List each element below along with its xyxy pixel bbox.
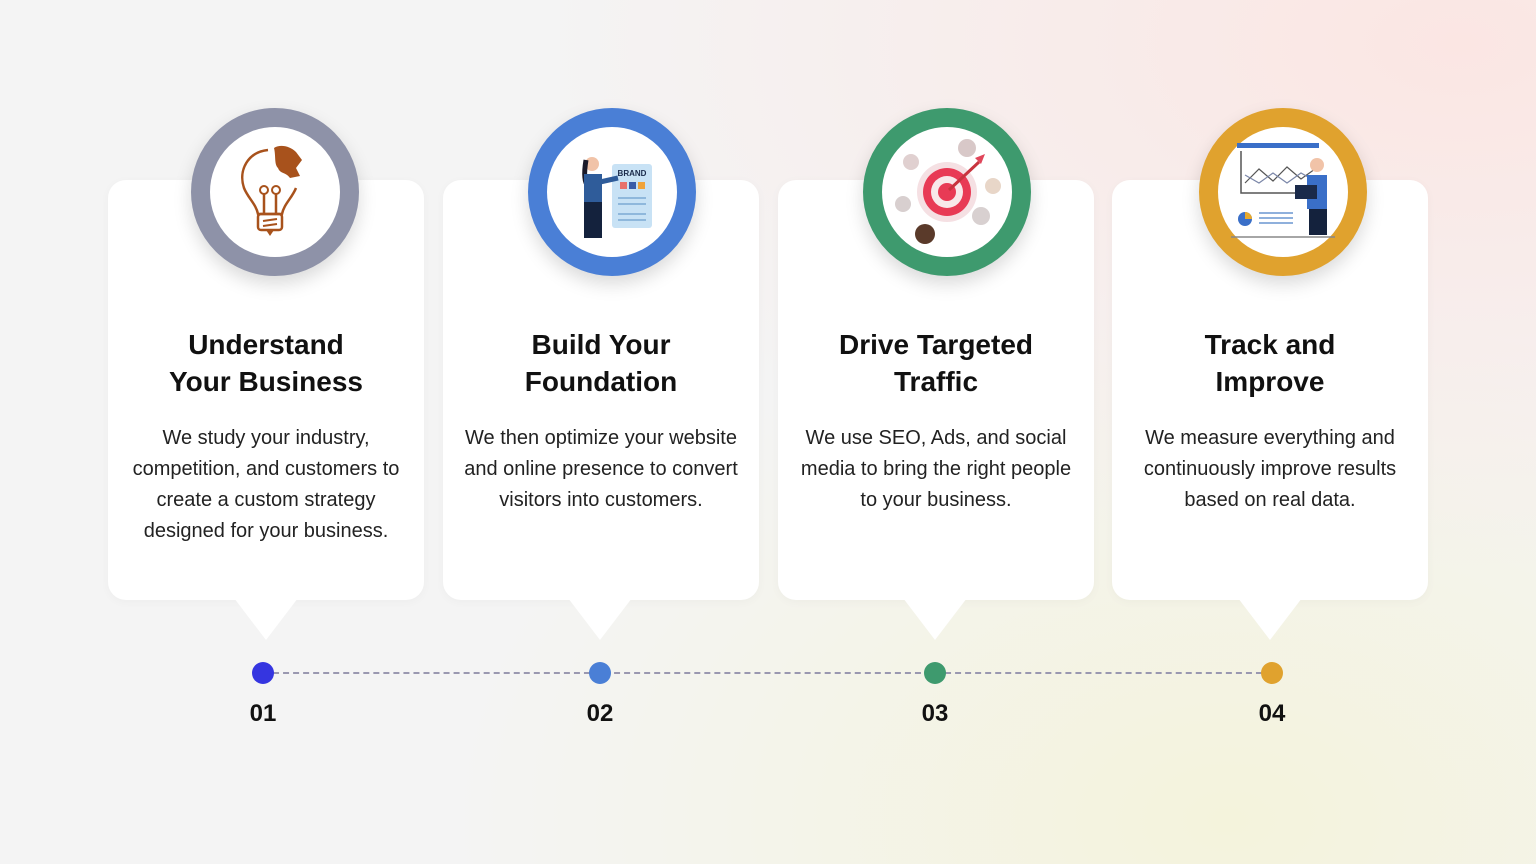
timeline-dot: [924, 662, 946, 684]
step-number: 01: [249, 700, 277, 727]
timeline-dot: [1261, 662, 1283, 684]
title-line-2: Your Business: [169, 366, 363, 397]
timeline-dot: [589, 662, 611, 684]
title-line-1: Build Your: [531, 329, 671, 360]
step-number: 03: [921, 700, 949, 727]
brand-board-icon: BRAND: [528, 108, 696, 276]
step-description: We use SEO, Ads, and social media to bri…: [800, 427, 1072, 511]
step-number: 02: [586, 700, 614, 727]
lightbulb-puzzle-icon: [191, 108, 359, 276]
target-audience-icon: [863, 108, 1031, 276]
step-description: We then optimize your website and online…: [464, 427, 738, 511]
svg-text:BRAND: BRAND: [618, 169, 647, 178]
step-number: 04: [1258, 700, 1286, 727]
card-pointer: [903, 598, 967, 640]
timeline-line: [263, 672, 1272, 674]
title-line-2: Improve: [1215, 366, 1325, 397]
title-line-1: Drive Targeted: [839, 329, 1033, 360]
step-description: We measure everything and continuously i…: [1143, 427, 1397, 511]
title-line-1: Understand: [188, 329, 344, 360]
title-line-2: Traffic: [893, 366, 979, 397]
title-line-2: Foundation: [524, 366, 678, 397]
analytics-chart-icon: [1199, 108, 1367, 276]
timeline-dot: [252, 662, 274, 684]
card-pointer: [1238, 598, 1302, 640]
card-pointer: [234, 598, 298, 640]
title-line-1: Track and: [1204, 329, 1336, 360]
step-description: We study your industry, competition, and…: [132, 427, 400, 542]
card-pointer: [568, 598, 632, 640]
